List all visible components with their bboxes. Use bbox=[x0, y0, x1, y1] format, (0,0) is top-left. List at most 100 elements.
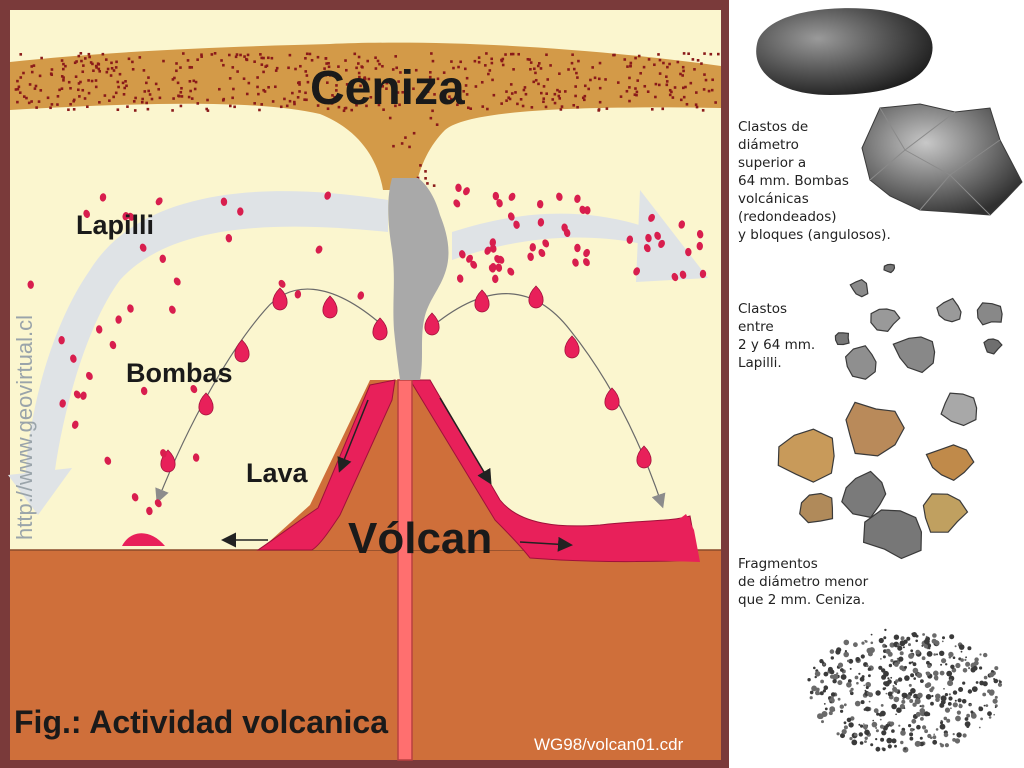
lapilli-specimens bbox=[777, 263, 1003, 560]
ash-speck bbox=[133, 109, 137, 112]
ash-speck bbox=[335, 89, 338, 92]
ash-particle bbox=[906, 636, 911, 641]
ash-particle bbox=[925, 635, 928, 638]
ash-speck bbox=[414, 68, 418, 72]
ash-particle bbox=[843, 703, 847, 707]
lapillus bbox=[146, 506, 153, 516]
ash-speck bbox=[316, 104, 320, 107]
ash-speck bbox=[143, 90, 147, 93]
ash-speck bbox=[488, 69, 492, 72]
ash-particle bbox=[962, 668, 968, 673]
ash-speck bbox=[598, 61, 602, 65]
ash-particle bbox=[902, 697, 905, 700]
ash-speck bbox=[556, 88, 559, 92]
ash-speck bbox=[305, 52, 309, 56]
ash-speck bbox=[501, 63, 505, 67]
ash-speck bbox=[245, 57, 248, 61]
ash-particle bbox=[994, 706, 997, 709]
ash-speck bbox=[337, 105, 341, 109]
ash-particle bbox=[956, 732, 962, 738]
ash-speck bbox=[481, 105, 485, 108]
lapillus bbox=[678, 220, 686, 229]
ash-particle bbox=[829, 698, 833, 702]
ash-particle bbox=[950, 664, 955, 669]
ash-speck bbox=[626, 65, 629, 68]
ash-particle bbox=[992, 698, 998, 704]
ash-speck bbox=[546, 78, 550, 81]
ash-particle bbox=[997, 682, 1003, 687]
ash-speck bbox=[30, 70, 34, 74]
ash-particle bbox=[855, 657, 860, 662]
ash-speck bbox=[658, 72, 662, 75]
ash-speck bbox=[260, 63, 264, 66]
ash-particle bbox=[840, 674, 847, 680]
lapillus bbox=[159, 254, 166, 263]
ash-speck bbox=[239, 53, 242, 57]
ash-speck bbox=[173, 76, 176, 80]
ash-speck bbox=[16, 79, 19, 83]
ash-particle bbox=[957, 698, 962, 703]
ash-speck bbox=[147, 89, 151, 93]
ash-speck bbox=[558, 90, 561, 93]
ash-speck bbox=[98, 101, 101, 104]
ash-particle bbox=[915, 639, 918, 643]
ash-speck bbox=[298, 90, 301, 93]
lapillus bbox=[315, 245, 323, 254]
ash-speck bbox=[551, 98, 555, 101]
ash-speck bbox=[544, 105, 548, 109]
ash-particle bbox=[824, 707, 828, 711]
ash-speck bbox=[291, 91, 294, 95]
website-watermark: http://www.geovirtual.cl bbox=[12, 315, 37, 540]
ash-speck bbox=[67, 108, 70, 112]
ash-speck bbox=[426, 90, 430, 93]
ash-speck bbox=[172, 97, 175, 100]
ash-speck bbox=[575, 71, 578, 75]
ash-speck bbox=[350, 108, 354, 112]
lapilli-trajectory-left bbox=[25, 191, 388, 480]
ash-particle bbox=[830, 656, 834, 660]
ash-speck bbox=[539, 67, 543, 70]
ash-particle bbox=[822, 689, 827, 693]
ash-particle bbox=[853, 642, 858, 648]
ash-speck bbox=[148, 93, 152, 96]
ash-speck bbox=[635, 90, 639, 94]
ash-speck bbox=[296, 96, 300, 99]
ash-speck bbox=[396, 91, 400, 94]
ash-particle bbox=[885, 692, 888, 695]
ash-speck bbox=[654, 95, 657, 99]
ash-particle bbox=[939, 702, 945, 708]
ash-speck bbox=[665, 83, 669, 87]
ash-speck bbox=[463, 67, 467, 71]
ash-particle bbox=[839, 704, 844, 709]
ash-speck bbox=[574, 85, 577, 88]
ash-speck bbox=[298, 83, 301, 86]
ash-particle bbox=[887, 677, 890, 680]
ash-speck bbox=[442, 71, 446, 74]
ash-particle bbox=[951, 667, 957, 673]
ash-speck bbox=[335, 84, 338, 87]
ash-speck bbox=[288, 99, 292, 103]
lapillus bbox=[527, 252, 534, 261]
ash-speck bbox=[154, 82, 158, 86]
ash-speck bbox=[196, 102, 200, 105]
lapillus bbox=[542, 239, 550, 248]
ash-speck bbox=[287, 66, 290, 70]
ash-speck bbox=[306, 80, 310, 84]
ash-particle bbox=[867, 667, 872, 671]
ash-particle bbox=[943, 688, 945, 690]
ash-speck bbox=[206, 98, 209, 102]
ash-speck bbox=[142, 69, 146, 72]
ash-speck bbox=[74, 75, 78, 78]
ash-particle bbox=[904, 665, 907, 669]
ash-speck bbox=[182, 52, 185, 55]
ash-particle bbox=[872, 719, 874, 722]
ash-speck bbox=[381, 85, 385, 88]
ash-particle bbox=[830, 696, 834, 699]
ash-speck bbox=[480, 80, 484, 84]
lapillus bbox=[80, 391, 87, 400]
ash-particle bbox=[985, 704, 989, 707]
ash-particle bbox=[958, 687, 964, 692]
ash-speck bbox=[628, 76, 631, 80]
ash-speck bbox=[557, 94, 561, 98]
ash-speck bbox=[431, 59, 435, 63]
